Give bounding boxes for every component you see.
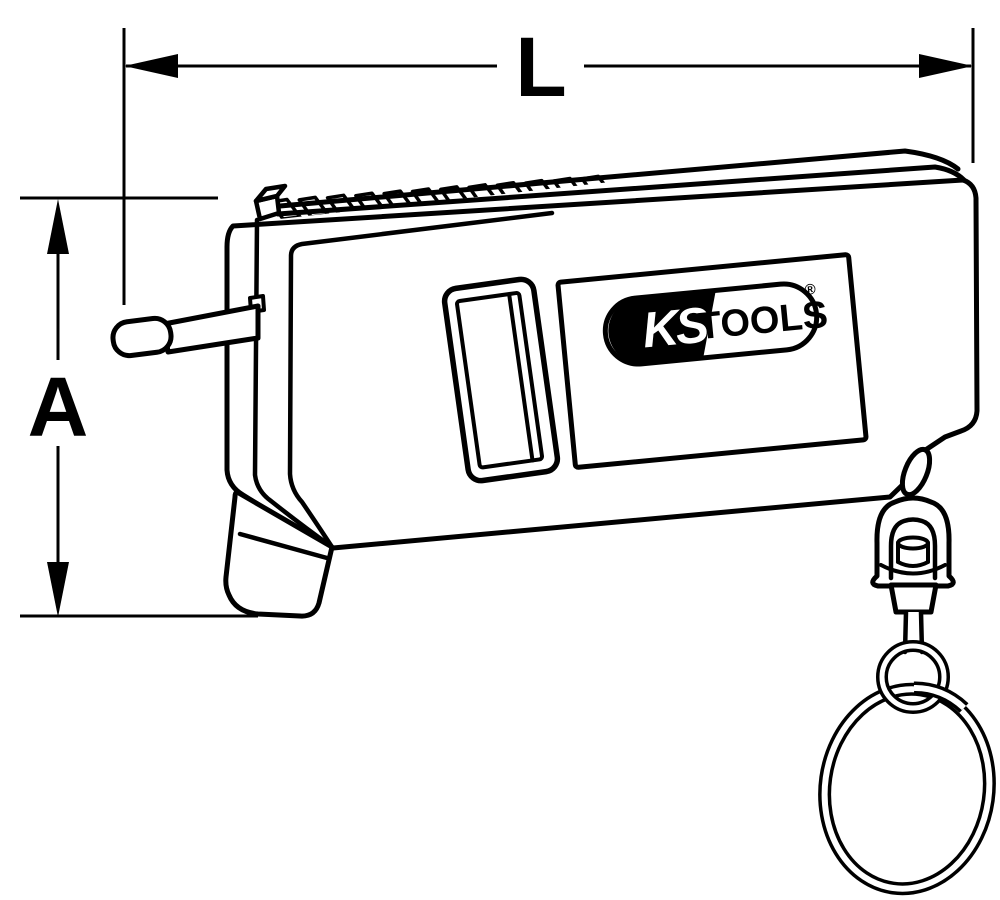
display-window — [441, 276, 561, 484]
registered-trademark: ® — [804, 281, 817, 299]
gauge-body: KS TOOLS ® — [223, 148, 980, 619]
dimension-length: L — [122, 20, 975, 305]
interlock-arc-white — [913, 684, 967, 711]
swivel-base-line — [879, 563, 947, 576]
keychain-assembly — [818, 446, 996, 896]
foot-band-line — [237, 531, 330, 561]
small-ring-inner-white — [879, 643, 947, 711]
bail-loop — [899, 446, 933, 498]
logo-panel — [555, 252, 869, 470]
probe-tip — [110, 315, 174, 359]
keychain-swivel — [870, 495, 956, 615]
arrowhead-left-icon — [124, 54, 178, 78]
gauge-foot — [223, 489, 335, 619]
window-inner-frame — [455, 291, 545, 470]
logo-black-field — [608, 290, 716, 364]
swivel-collar — [888, 582, 939, 615]
rack-front-edge — [275, 164, 967, 217]
rack-endcap-top — [253, 183, 288, 204]
small-ring — [876, 640, 950, 714]
front-panel-edge — [287, 210, 555, 550]
arrowhead-down-icon — [47, 562, 69, 617]
arrowhead-right-icon — [919, 54, 973, 78]
logo-ks-text: KS — [640, 296, 711, 358]
foot-outline — [223, 489, 335, 619]
length-label: L — [515, 20, 566, 114]
ks-tools-logo: KS TOOLS ® — [602, 281, 830, 367]
arrowhead-up-icon — [47, 199, 69, 254]
probe-tip-cap — [110, 315, 174, 359]
rack-top-edge — [277, 148, 961, 209]
wire-bail — [899, 446, 933, 498]
window-side-wall-line — [507, 293, 535, 463]
label-plate — [555, 252, 869, 470]
pivot-pin-sides — [896, 541, 930, 568]
probe-pin — [110, 294, 266, 359]
swivel-inner-arch — [888, 517, 938, 581]
ring-interlock — [913, 681, 969, 713]
pivot-pin-top — [896, 535, 930, 551]
height-label: A — [28, 360, 89, 454]
dimension-height: A — [20, 196, 258, 618]
